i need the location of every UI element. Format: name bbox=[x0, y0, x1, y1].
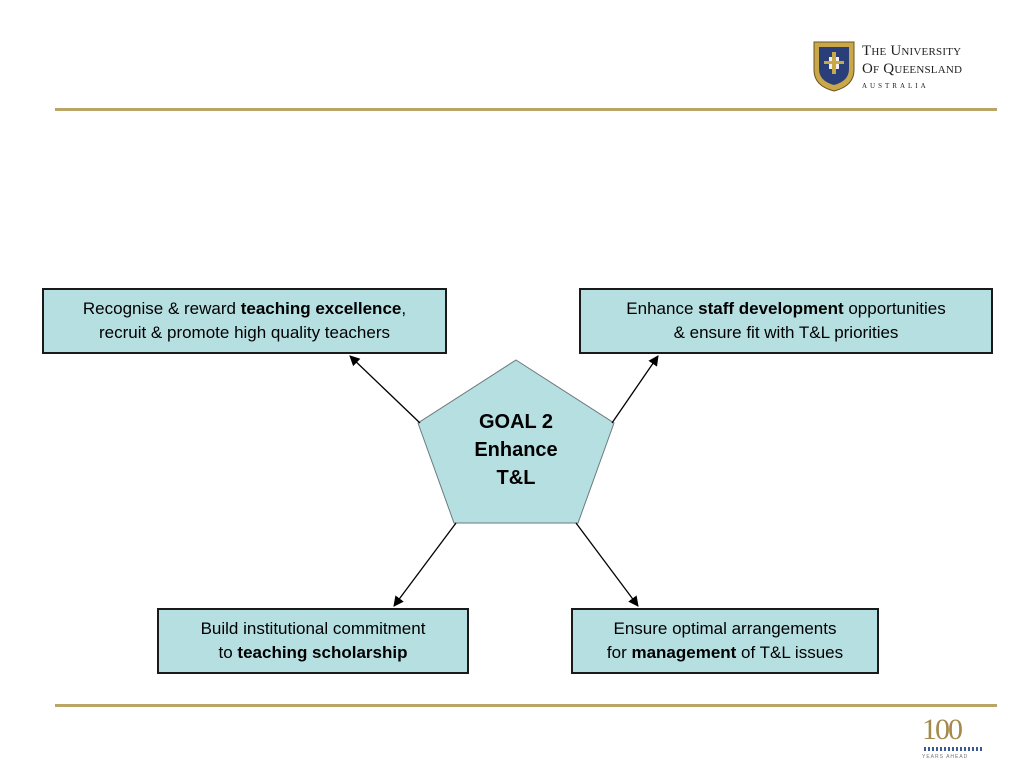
teaching-excellence-box: Recognise & reward teaching excellence, … bbox=[42, 288, 447, 354]
header-rule bbox=[55, 108, 997, 111]
box-text: , bbox=[401, 299, 407, 318]
teaching-scholarship-box: Build institutional commitment to teachi… bbox=[157, 608, 469, 674]
goal-label: GOAL 2 Enhance T&L bbox=[436, 408, 596, 492]
logo-wordmark: The University Of Queensland bbox=[862, 42, 962, 78]
arrow-to-management bbox=[575, 522, 639, 607]
box-emphasis: staff development bbox=[698, 299, 844, 318]
box-text: to bbox=[218, 643, 238, 662]
crest-icon bbox=[813, 41, 855, 92]
university-logo: The University Of Queensland AUSTRALIA bbox=[812, 40, 1002, 96]
box-text: for bbox=[606, 643, 632, 662]
centenary-tagline: YEARS AHEAD bbox=[922, 754, 969, 760]
arrow-to-staff-development bbox=[611, 355, 659, 424]
box-line: Recognise & reward teaching excellence, bbox=[44, 297, 445, 321]
goal-verb: Enhance bbox=[474, 439, 558, 461]
centenary-logo: 100 YEARS AHEAD bbox=[918, 715, 988, 765]
centenary-number: 100 bbox=[922, 713, 963, 746]
staff-development-box: Enhance staff development opportunities … bbox=[579, 288, 993, 354]
centenary-dots bbox=[924, 747, 982, 751]
goal-subject: T&L bbox=[496, 467, 536, 489]
box-text: opportunities bbox=[843, 299, 946, 318]
box-text: of T&L issues bbox=[736, 643, 844, 662]
goal-number: GOAL 2 bbox=[478, 411, 554, 433]
arrow-to-teaching-scholarship bbox=[393, 522, 457, 607]
footer-rule bbox=[55, 704, 997, 707]
management-box: Ensure optimal arrangements for manageme… bbox=[571, 608, 879, 674]
box-text: Enhance bbox=[626, 299, 699, 318]
box-emphasis: management bbox=[631, 643, 737, 662]
box-line: Enhance staff development opportunities bbox=[581, 297, 991, 321]
box-line: recruit & promote high quality teachers bbox=[98, 323, 391, 342]
goal-pentagon bbox=[417, 359, 615, 524]
box-line: Build institutional commitment bbox=[200, 619, 426, 638]
box-line: for management of T&L issues bbox=[573, 641, 877, 665]
box-text: Recognise & reward bbox=[82, 299, 241, 318]
arrow-to-teaching-excellence bbox=[349, 355, 421, 424]
logo-line-2: Of Queensland bbox=[862, 61, 963, 77]
box-line: to teaching scholarship bbox=[159, 641, 467, 665]
box-line: & ensure fit with T&L priorities bbox=[673, 323, 899, 342]
logo-country: AUSTRALIA bbox=[862, 82, 929, 90]
box-emphasis: teaching excellence bbox=[240, 299, 402, 318]
box-emphasis: teaching scholarship bbox=[237, 643, 408, 662]
logo-line-1: The University bbox=[862, 43, 962, 59]
box-line: Ensure optimal arrangements bbox=[613, 619, 837, 638]
